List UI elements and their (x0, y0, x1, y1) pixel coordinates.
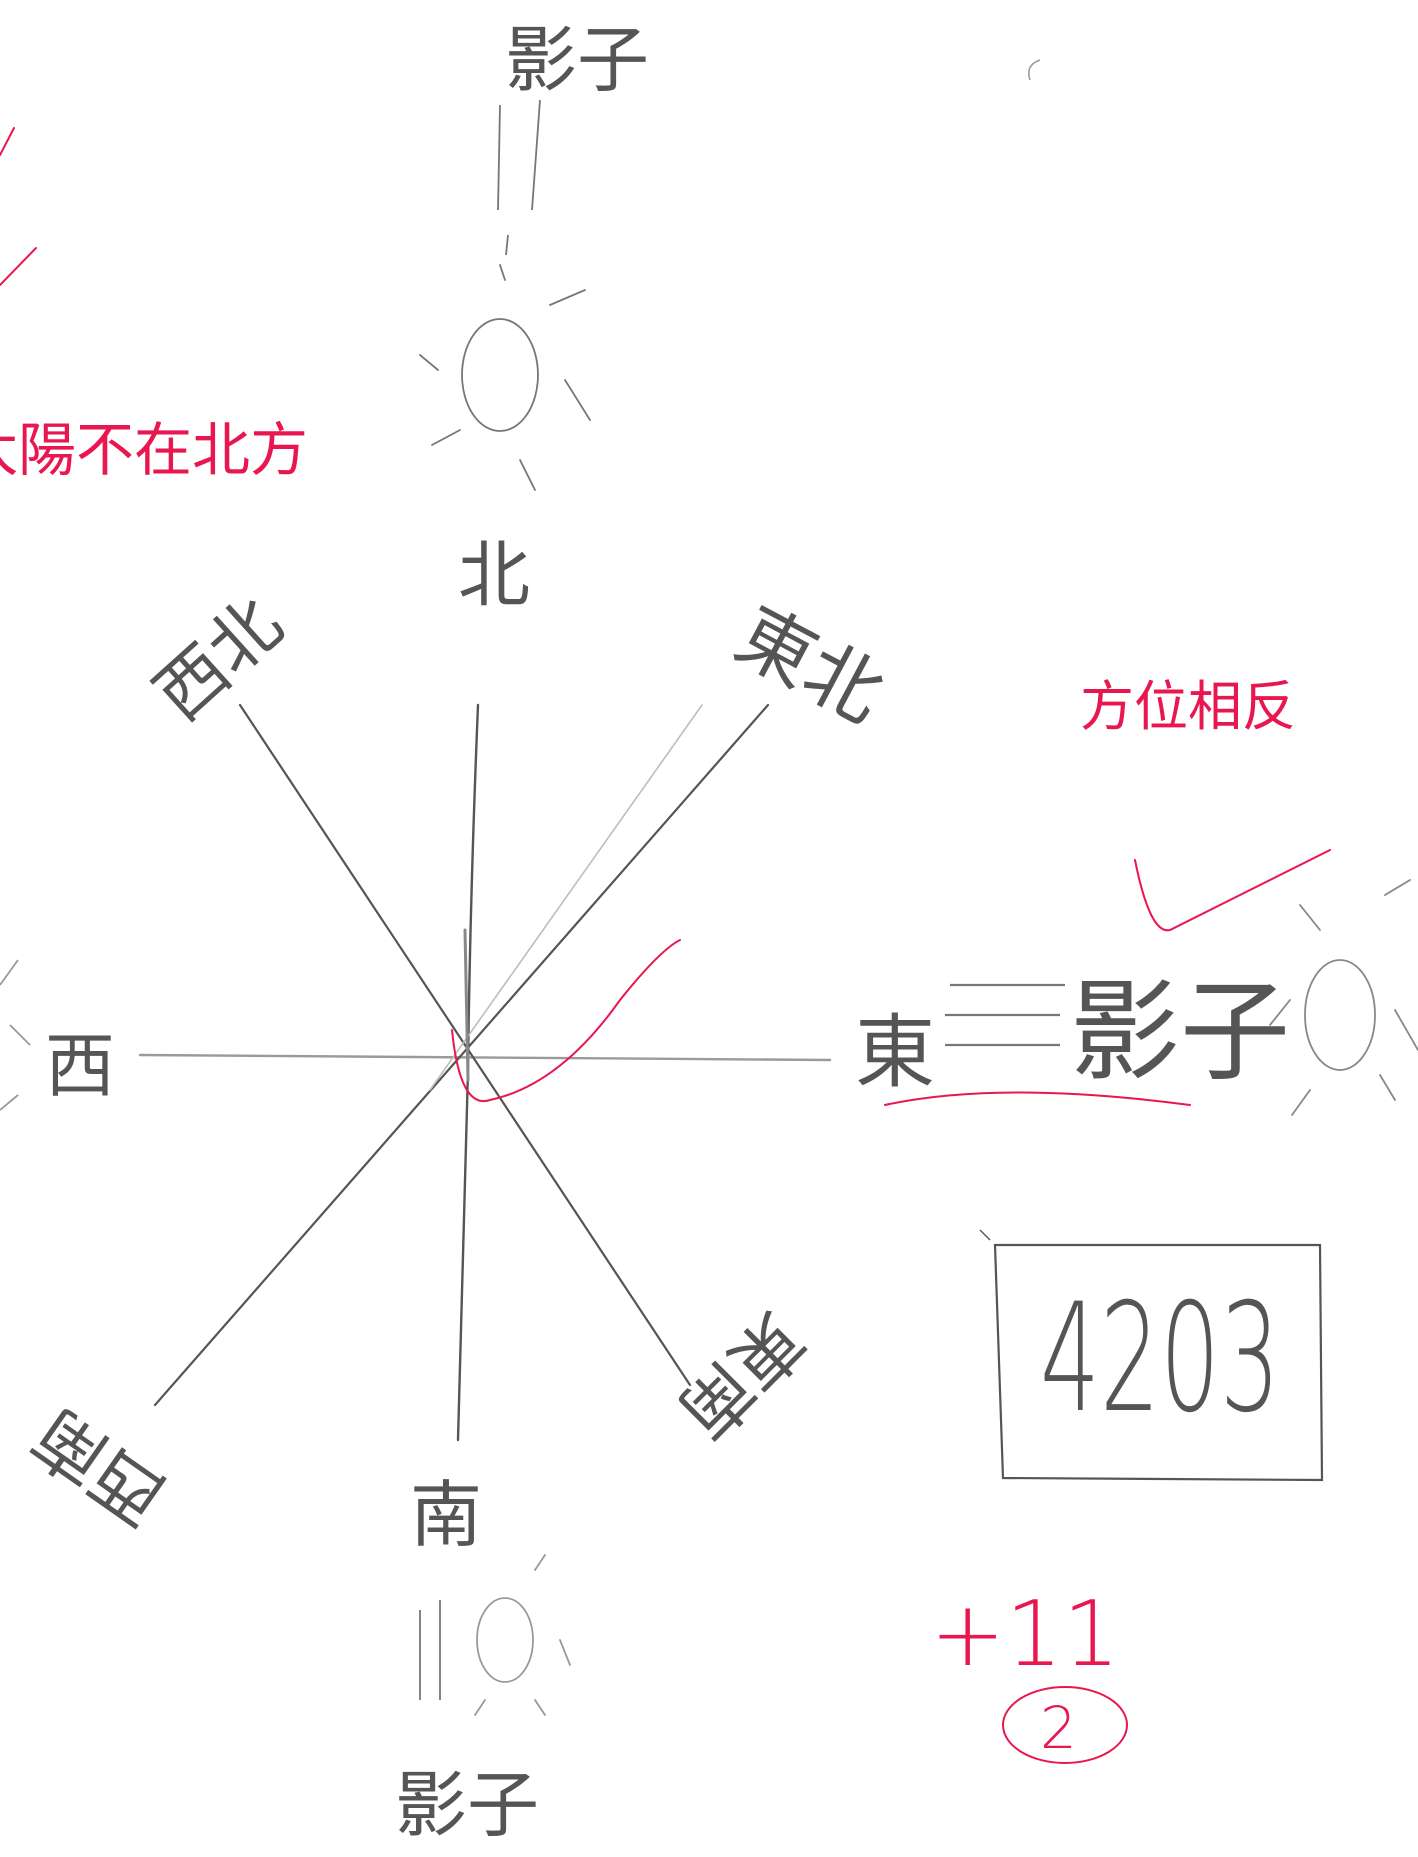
axis-west-east (138, 1053, 832, 1062)
axis-northwest-southeast (238, 703, 692, 1387)
label-east: 東 (855, 1006, 935, 1099)
score-box: 4203 (979, 1229, 1324, 1482)
label-south: 南 (410, 1473, 482, 1557)
stray-mark (1027, 59, 1041, 81)
sun-east-icon (1269, 879, 1418, 1116)
red-check-mark (1134, 849, 1331, 932)
red-center-curve (451, 939, 681, 1103)
red-margin-stroke-1 (0, 127, 15, 156)
shadow-label-east: 影子 (1070, 968, 1290, 1096)
sun-north-icon (419, 264, 591, 491)
label-west: 西 (45, 1025, 115, 1107)
label-southeast: 東南 (663, 1297, 820, 1454)
shadow-lines-north (497, 99, 541, 256)
shadow-lines-east (945, 983, 1065, 1047)
red-margin-stroke-2 (0, 247, 37, 286)
shadow-label-south: 影子 (395, 1763, 539, 1847)
red-underline-east (884, 1091, 1191, 1106)
label-northwest: 西北 (139, 582, 298, 737)
shadow-label-north: 影子 (505, 18, 649, 102)
axis-faint-guide (429, 704, 703, 1091)
annotation-opposite-direction: 方位相反 (1080, 675, 1296, 738)
label-southwest: 西南 (18, 1393, 180, 1540)
score-value: 4203 (1040, 1272, 1280, 1446)
red-corrections (0, 127, 1331, 1106)
circled-number-value: 2 (1040, 1694, 1077, 1762)
axis-northeast-southwest (153, 703, 770, 1407)
compass-axes (138, 703, 832, 1442)
axis-faint-guide-2 (463, 928, 470, 1082)
circled-number: 2 (1002, 1686, 1128, 1764)
label-north: 北 (458, 533, 530, 617)
sun-west-partial-icon (0, 959, 31, 1111)
annotation-plus-score: +11 (930, 1582, 1120, 1687)
label-northeast: 東北 (722, 590, 898, 740)
annotation-sun-not-north: 太陽不在北方 (0, 416, 308, 484)
shadow-lines-south (419, 1600, 441, 1700)
sun-south-icon (474, 1554, 571, 1716)
